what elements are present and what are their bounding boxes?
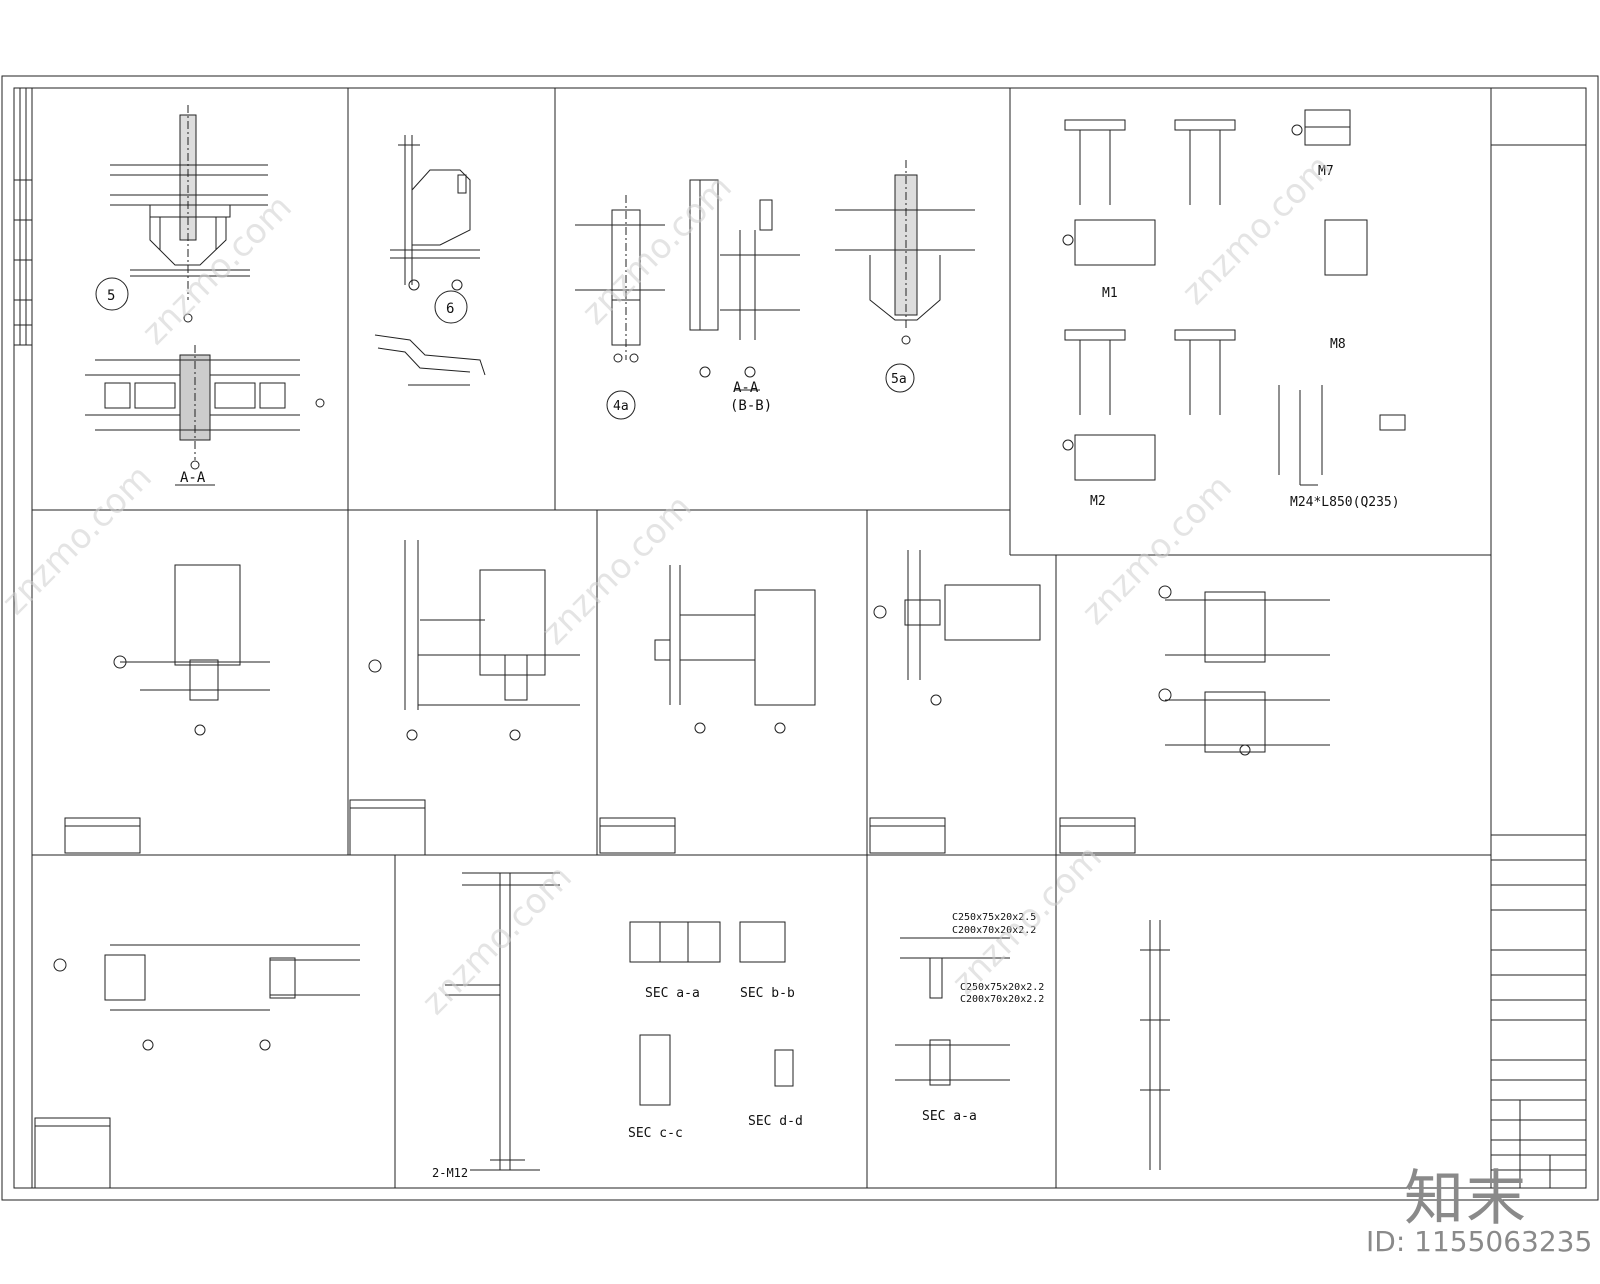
outer-border	[1, 75, 1599, 1201]
m7-label: M7	[1318, 164, 1334, 179]
m8-label: M8	[1330, 337, 1346, 352]
embed-parts-drawing	[1062, 109, 1406, 486]
detail-4a-drawing	[575, 160, 975, 420]
sec-dd-label: SEC d-d	[748, 1114, 803, 1129]
image-id: ID: 1155063235	[1366, 1225, 1593, 1258]
c250-label-a: C250x75x20x2.5	[952, 912, 1036, 923]
section-bb-label: (B-B)	[730, 398, 772, 414]
detail-4a-label: 4a	[613, 399, 629, 414]
inner-border	[13, 87, 1587, 1189]
middle-row-drawings	[64, 540, 1330, 856]
c250-label-b: C250x75x20x2.2	[960, 982, 1044, 993]
anchor-bolt-label: 2-M12	[432, 1166, 468, 1180]
section-aa-label: A-A	[180, 470, 206, 486]
sec-bb-label: SEC b-b	[740, 986, 795, 1001]
detail-6-label: 6	[446, 301, 454, 317]
m2-label: M2	[1090, 494, 1106, 509]
sec-aa-label-1: SEC a-a	[645, 986, 700, 1001]
brand-logo: 知末	[1404, 1164, 1528, 1234]
c200-label-b: C200x70x20x2.2	[960, 994, 1044, 1005]
bottom-row-drawings	[34, 872, 1170, 1189]
detail-5-label: 5	[107, 288, 115, 304]
detail-5-drawing	[85, 105, 325, 486]
detail-6-drawing	[374, 135, 486, 386]
sec-aa-label-2: SEC a-a	[922, 1109, 977, 1124]
sec-cc-label: SEC c-c	[628, 1126, 683, 1141]
m1-label: M1	[1102, 286, 1118, 301]
c200-label-a: C200x70x20x2.2	[952, 925, 1036, 936]
detail-5a-label: 5a	[891, 372, 907, 387]
section-aa-label-2: A-A	[733, 380, 759, 396]
m24-label: M24*L850(Q235)	[1290, 495, 1400, 510]
